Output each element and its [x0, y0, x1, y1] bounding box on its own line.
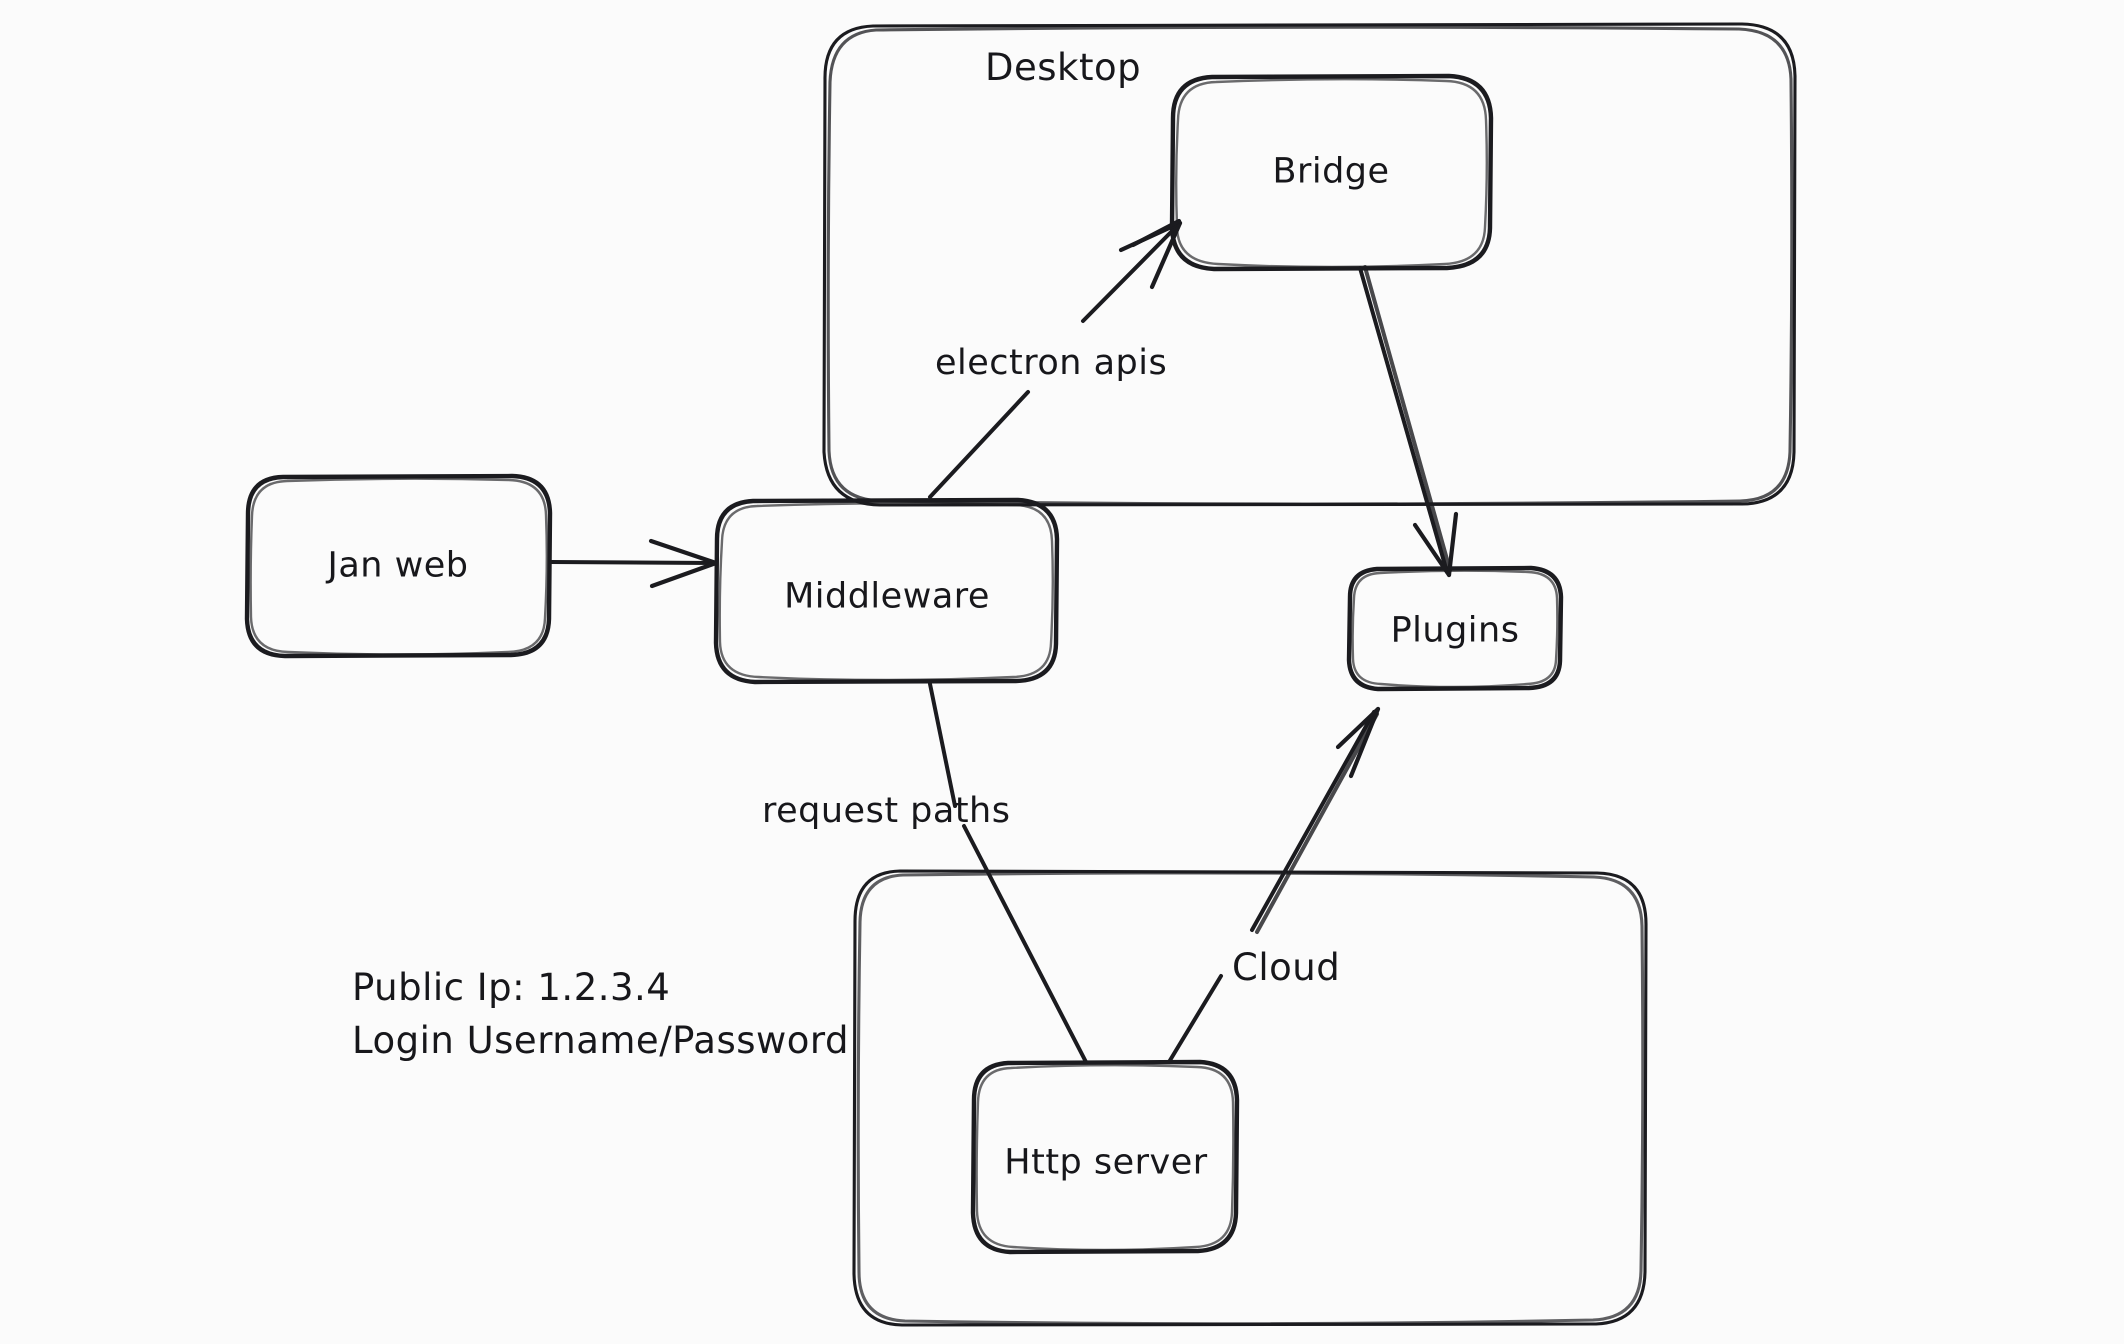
edge-http-server-to-middleware	[928, 682, 1088, 1064]
jan-web-box-shape	[244, 473, 553, 659]
jan-web-node-label: Jan web	[327, 545, 469, 586]
edge-jan-web-to-middleware	[549, 538, 719, 589]
edge-http-server-to-plugins	[1167, 706, 1381, 1064]
plugins-node-label: Plugins	[1390, 610, 1520, 651]
edge-middleware-to-bridge	[928, 218, 1183, 499]
middleware-box-shape	[713, 497, 1060, 685]
public-ip-note: Public Ip: 1.2.3.4 Login Username/Passwo…	[352, 962, 862, 1084]
edge-label-electron-apis: electron apis	[935, 343, 1168, 383]
cloud-container-shape	[852, 869, 1648, 1327]
plugins-box-shape	[1346, 565, 1564, 692]
bridge-node-label: Bridge	[1272, 151, 1390, 192]
http-server-node-label: Http server	[1004, 1142, 1208, 1183]
desktop-container-shape	[822, 22, 1797, 507]
desktop-container-label: Desktop	[985, 46, 1142, 89]
edge-label-request-paths: request paths	[762, 791, 1011, 831]
cloud-container-label: Cloud	[1232, 946, 1341, 989]
public-ip-note-line2: Login Username/Password	[352, 1019, 849, 1062]
edge-bridge-to-plugins	[1358, 265, 1459, 578]
middleware-node-label: Middleware	[784, 576, 990, 617]
bridge-box-shape	[1169, 73, 1494, 272]
http-server-box-shape	[970, 1059, 1240, 1255]
public-ip-note-line1: Public Ip: 1.2.3.4	[352, 966, 671, 1009]
